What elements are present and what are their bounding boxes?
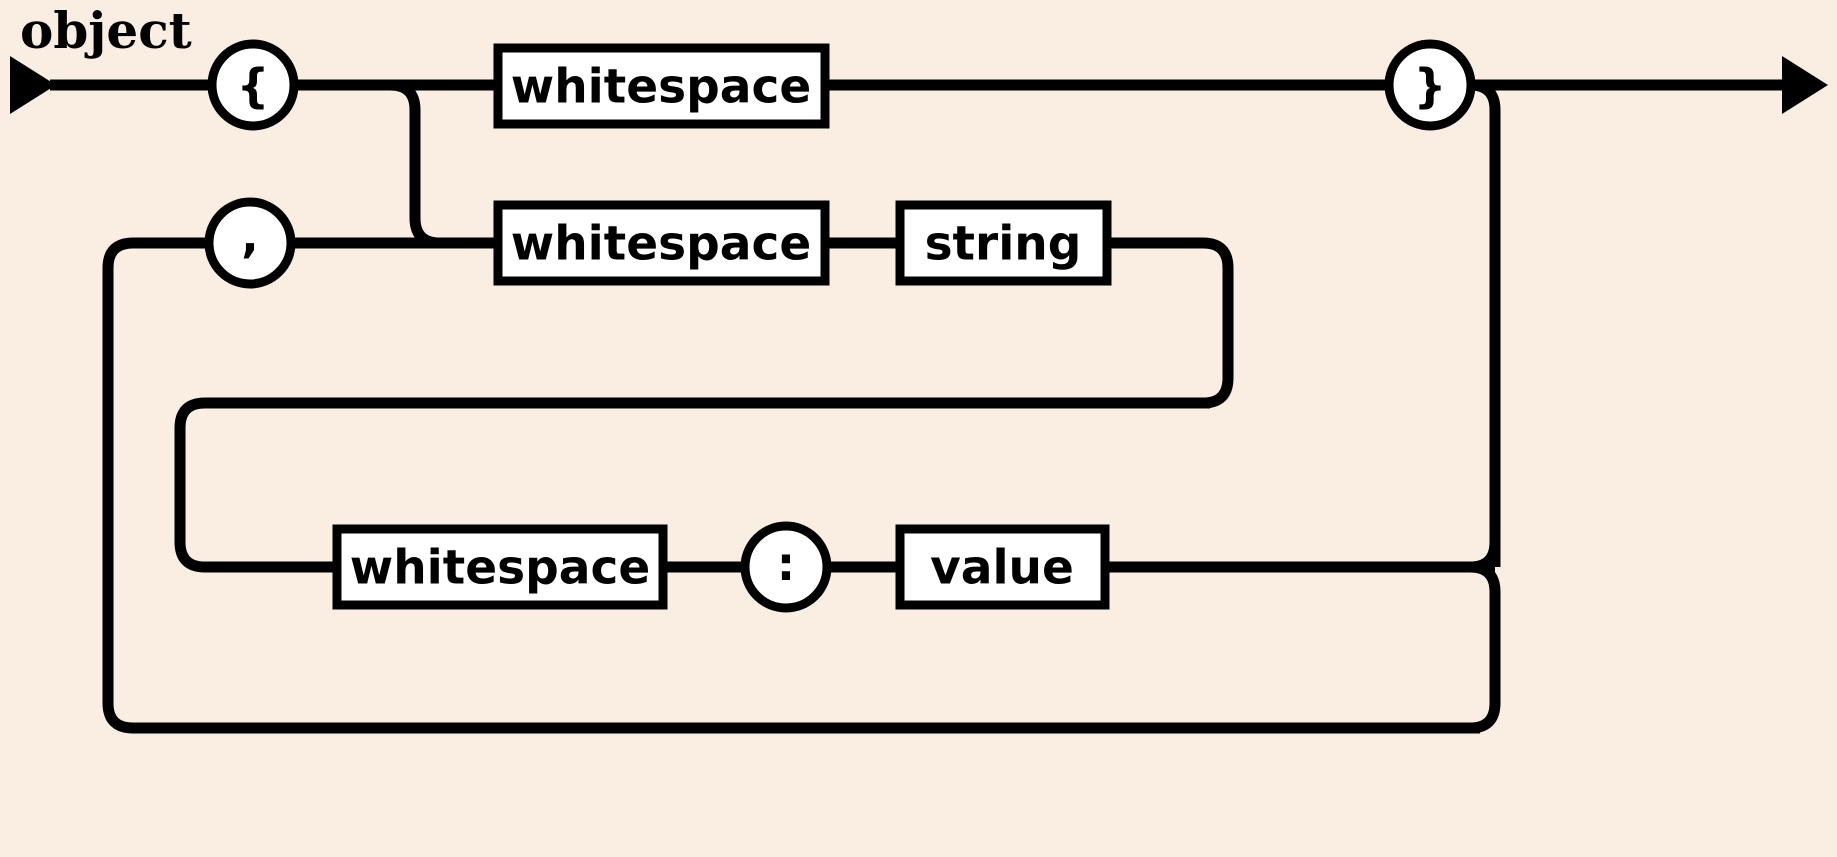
terminal-open-brace[interactable]: { <box>207 39 299 131</box>
nonterminal-whitespace-bottom[interactable]: whitespace <box>332 524 668 610</box>
value-box <box>895 524 1110 610</box>
whitespace-top-label: whitespace <box>511 60 811 115</box>
string-label: string <box>925 217 1082 272</box>
rail-bottom-loop-back <box>102 300 1480 734</box>
whitespace-mid-label: whitespace <box>511 217 811 272</box>
colon-label: : <box>777 537 795 591</box>
open-brace-circle <box>207 39 299 131</box>
terminal-colon[interactable]: : <box>740 521 832 613</box>
rail-loop-to-comma <box>102 237 210 300</box>
nonterminal-whitespace-mid[interactable]: whitespace <box>493 200 830 286</box>
rail-junction-vertical-down <box>1310 561 1501 734</box>
rail-string-down-to-row3 <box>1107 237 1234 409</box>
page-title: object <box>20 1 192 60</box>
comma-circle <box>204 197 296 289</box>
whitespace-top-box <box>493 43 830 129</box>
terminal-close-brace[interactable]: } <box>1384 39 1476 131</box>
nonterminal-whitespace-top[interactable]: whitespace <box>493 43 830 129</box>
open-brace-label: { <box>237 59 270 113</box>
nonterminal-string[interactable]: string <box>895 200 1112 286</box>
rail-row3-return-to-row4 <box>174 397 1210 573</box>
comma-label: , <box>241 209 258 263</box>
close-brace-label: } <box>1414 59 1447 113</box>
string-box <box>895 200 1112 286</box>
start-arrow-icon <box>10 56 56 114</box>
close-brace-circle <box>1384 39 1476 131</box>
whitespace-mid-box <box>493 200 830 286</box>
colon-circle <box>740 521 832 613</box>
value-label: value <box>930 541 1074 596</box>
nonterminal-value[interactable]: value <box>895 524 1110 610</box>
terminal-comma[interactable]: , <box>204 197 296 289</box>
end-arrow-icon <box>1782 56 1828 114</box>
whitespace-bottom-box <box>332 524 668 610</box>
whitespace-bottom-label: whitespace <box>350 541 650 596</box>
